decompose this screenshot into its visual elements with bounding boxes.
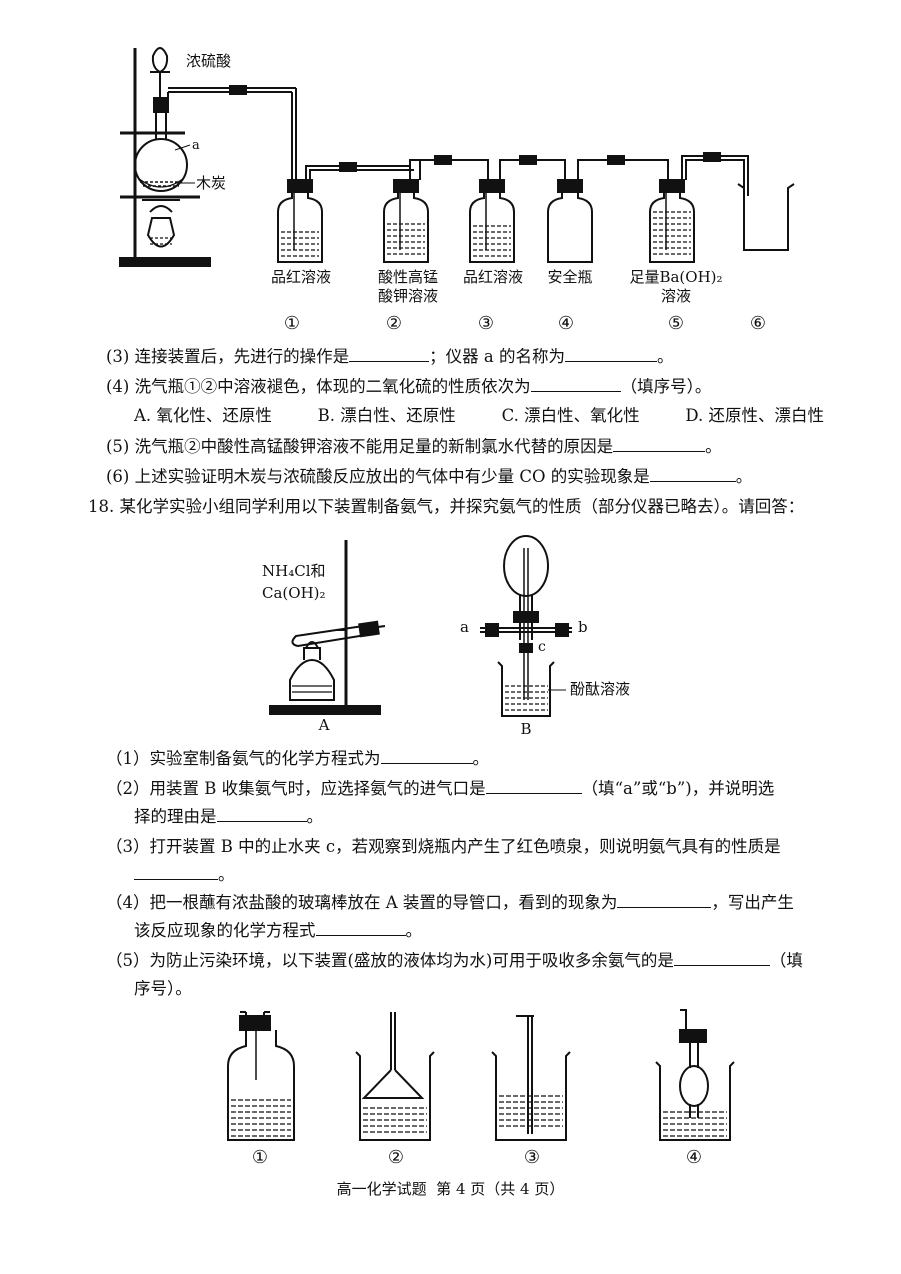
option-c: C. 漂白性、氧化性 — [501, 406, 640, 425]
answer-blank[interactable] — [613, 436, 706, 452]
absorber-2-num: ② — [387, 1147, 405, 1168]
inlet-b-label: b — [578, 618, 588, 636]
q18-item-2: （2）用装置 B 收集氨气时，应选择氨气的进气口是（填“a”或“b”)，并说明选 — [106, 778, 775, 798]
bottle-2-name: 酸性高锰 酸钾溶液 — [377, 268, 438, 305]
bottle-1-name: 品红溶液 — [270, 268, 331, 286]
q17-item-6: (6) 上述实验证明木炭与浓硫酸反应放出的气体中有少量 CO 的实验现象是。 — [106, 466, 753, 486]
charcoal-label: 木炭 — [196, 174, 227, 192]
instrument-a-label: a — [192, 138, 200, 153]
answer-blank[interactable] — [673, 950, 770, 966]
option-d: D. 还原性、漂白性 — [685, 406, 824, 425]
bottle-4-name: 安全瓶 — [547, 268, 593, 286]
option-a: A. 氧化性、还原性 — [134, 406, 272, 425]
answer-blank[interactable] — [216, 806, 307, 822]
option-b: B. 漂白性、还原性 — [317, 406, 456, 425]
page-footer: 高一化学试题 第 4 页（共 4 页） — [336, 1180, 565, 1198]
phenolphthalein-label: 酚酞溶液 — [570, 680, 631, 698]
q18-item-5: （5）为防止污染环境，以下装置(盛放的液体均为水)可用于吸收多余氨气的是（填 — [106, 950, 803, 970]
q18-item-3: （3）打开装置 B 中的止水夹 c，若观察到烧瓶内产生了红色喷泉，则说明氨气具有… — [106, 837, 781, 856]
answer-blank[interactable] — [649, 466, 736, 482]
bottle-6-num: ⑥ — [749, 313, 767, 334]
reagent-label-1: NH₄Cl和 — [262, 562, 326, 580]
answer-blank[interactable] — [530, 376, 621, 392]
q18-item-3-cont: 。 — [134, 864, 235, 886]
reagent-label-2: Ca(OH)₂ — [262, 584, 326, 602]
bottle-5-name: 足量Ba(OH)₂ 溶液 — [629, 268, 723, 305]
q18-item-4-cont: 该反应现象的化学方程式。 — [134, 920, 422, 940]
answer-blank[interactable] — [380, 748, 473, 764]
bottle-1-num: ① — [283, 313, 301, 334]
answer-blank[interactable] — [134, 864, 218, 880]
q18-item-1: （1）实验室制备氨气的化学方程式为。 — [106, 748, 489, 768]
answer-blank[interactable] — [564, 346, 657, 362]
figure-b-label: B — [520, 720, 532, 738]
answer-blank[interactable] — [485, 778, 582, 794]
absorber-1-num: ① — [251, 1147, 269, 1168]
answer-blank[interactable] — [617, 892, 712, 908]
bottle-3-name: 品红溶液 — [462, 268, 523, 286]
absorber-3-num: ③ — [523, 1147, 541, 1168]
q17-item-3: (3) 连接装置后，先进行的操作是；仪器 a 的名称为。 — [106, 346, 674, 366]
q17-options: A. 氧化性、还原性 B. 漂白性、还原性 C. 漂白性、氧化性 D. 还原性、… — [134, 405, 824, 427]
q17-item-5: (5) 洗气瓶②中酸性高锰酸钾溶液不能用足量的新制氯水代替的原因是。 — [106, 436, 722, 456]
inlet-a-label: a — [460, 618, 469, 636]
answer-blank[interactable] — [315, 920, 406, 936]
bottle-5-num: ⑤ — [667, 313, 685, 334]
acid-label: 浓硫酸 — [186, 52, 232, 70]
q17-item-4: (4) 洗气瓶①②中溶液褪色，体现的二氧化硫的性质依次为（填序号）。 — [106, 376, 712, 396]
clamp-c-label: c — [538, 639, 546, 655]
bottle-2-num: ② — [385, 313, 403, 334]
answer-blank[interactable] — [349, 346, 430, 362]
bottle-4-num: ④ — [557, 313, 575, 334]
absorber-4-num: ④ — [685, 1147, 703, 1168]
q18-stem: 18. 某化学实验小组同学利用以下装置制备氨气，并探究氨气的性质（部分仪器已略去… — [88, 497, 805, 516]
figure-a-label: A — [318, 716, 330, 734]
bottle-3-num: ③ — [477, 313, 495, 334]
q18-item-4: （4）把一根蘸有浓盐酸的玻璃棒放在 A 装置的导管口，看到的现象为，写出产生 — [106, 892, 794, 912]
q18-item-2-cont: 择的理由是。 — [134, 806, 323, 826]
q18-item-5-cont: 序号）。 — [134, 979, 192, 998]
